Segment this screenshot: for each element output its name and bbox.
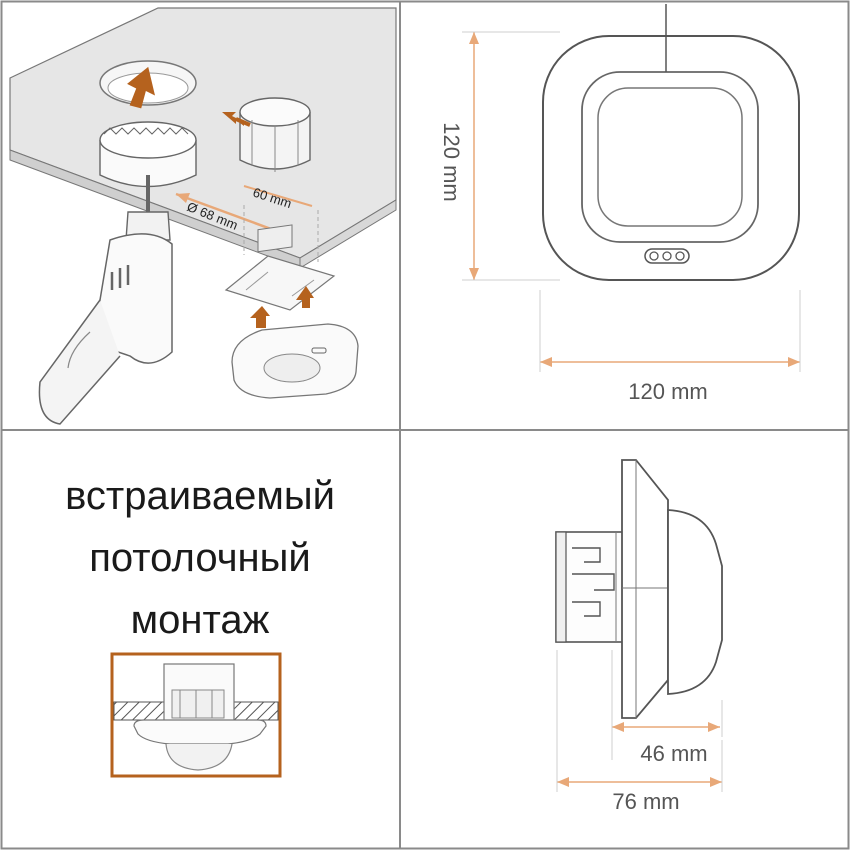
depth-inner-label: 46 mm — [640, 741, 707, 766]
width-dimension — [539, 290, 801, 372]
height-dimension — [462, 31, 560, 281]
width-label: 120 mm — [628, 379, 707, 404]
mounting-caption: встраиваемый потолочный монтаж — [10, 465, 390, 651]
side-view-drawing: 46 mm 76 mm — [555, 459, 723, 814]
depth-total-label: 76 mm — [612, 789, 679, 814]
device-front — [542, 4, 800, 281]
junction-box — [239, 97, 311, 172]
depth-inner-dimension — [611, 650, 723, 760]
ceiling-mount-inset — [110, 652, 282, 778]
box-arrow — [222, 112, 244, 126]
device-side — [555, 459, 723, 719]
caption-line-1: встраиваемый — [65, 474, 335, 518]
sensor-device — [231, 323, 359, 399]
caption-line-2: потолочный — [89, 536, 311, 580]
led-indicator — [644, 248, 690, 264]
caption-line-3: монтаж — [130, 598, 270, 642]
ceiling-slab — [9, 7, 397, 259]
height-label: 120 mm — [439, 122, 464, 201]
depth-total-dimension — [556, 650, 723, 792]
drill — [38, 211, 173, 425]
install-arrow-up — [127, 66, 156, 109]
frame-arrow-right — [296, 286, 314, 308]
front-view-drawing: 120 mm 120 mm — [439, 4, 801, 404]
hole-saw — [99, 121, 197, 212]
frame-arrow-left — [250, 306, 270, 328]
installation-illustration: Ø 68 mm 60 mm — [9, 7, 397, 425]
